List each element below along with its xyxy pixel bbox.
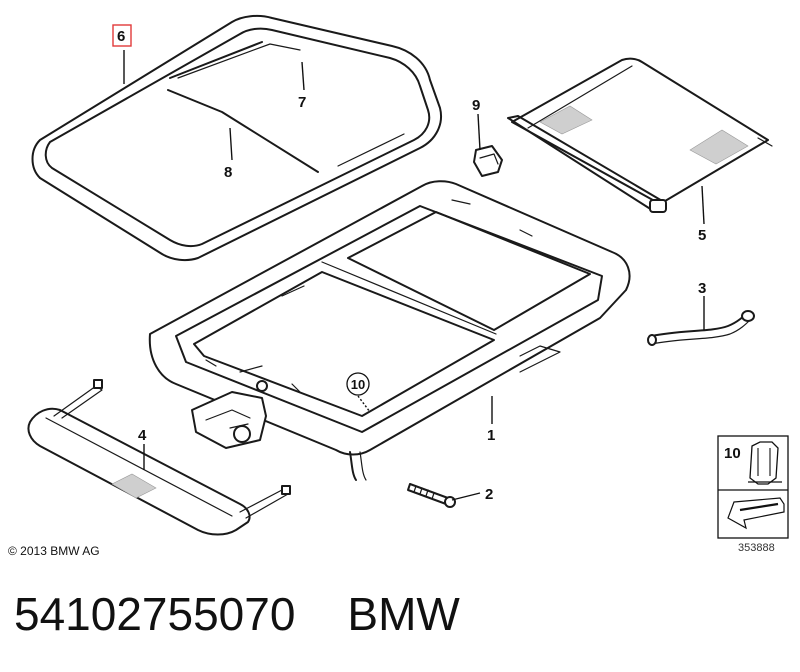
glass-lid-seal-part-6[interactable] xyxy=(31,14,442,262)
guide-clip-part-9[interactable] xyxy=(473,145,503,177)
callouts: 6 7 8 9 5 3 1 2 4 10 xyxy=(112,24,706,503)
image-number: 353888 xyxy=(738,542,775,554)
blind-texture-right xyxy=(689,129,749,165)
callout-7[interactable]: 7 xyxy=(298,94,306,111)
callout-4[interactable]: 4 xyxy=(138,427,147,444)
part-number-caption: 54102755070 BMW xyxy=(14,584,460,644)
callout-9[interactable]: 9 xyxy=(472,97,480,114)
copyright-text: © 2013 BMW AG xyxy=(8,544,100,558)
drive-motor xyxy=(191,380,268,449)
wind-deflector-part-4[interactable] xyxy=(27,379,291,536)
sun-blind-part-5[interactable] xyxy=(507,57,773,213)
clip-icon xyxy=(748,441,782,485)
part-number: 54102755070 xyxy=(14,588,296,640)
seal-strip-part-8[interactable] xyxy=(167,89,319,173)
legend-box: 10 xyxy=(717,435,789,539)
drain-hose-part-3[interactable] xyxy=(647,310,755,346)
callout-2[interactable]: 2 xyxy=(485,486,493,503)
callout-10-circle xyxy=(346,372,370,396)
callout-6-highlight xyxy=(112,24,132,47)
sunroof-frame-part-1[interactable] xyxy=(148,180,631,481)
legend-callout-10: 10 xyxy=(724,445,741,462)
callout-5[interactable]: 5 xyxy=(698,227,706,244)
callout-10[interactable]: 10 xyxy=(351,377,365,392)
leader-lines xyxy=(123,50,705,501)
callout-3[interactable]: 3 xyxy=(698,280,706,297)
orientation-arrow-icon xyxy=(727,497,785,530)
screw-part-2[interactable] xyxy=(407,483,456,508)
blind-texture-left xyxy=(539,105,593,135)
callout-1[interactable]: 1 xyxy=(487,427,495,444)
deflector-texture xyxy=(111,473,157,499)
brand-label: BMW xyxy=(347,588,460,640)
seal-strip-part-7[interactable] xyxy=(169,41,263,79)
callout-6[interactable]: 6 xyxy=(117,28,125,45)
callout-8[interactable]: 8 xyxy=(224,164,232,181)
